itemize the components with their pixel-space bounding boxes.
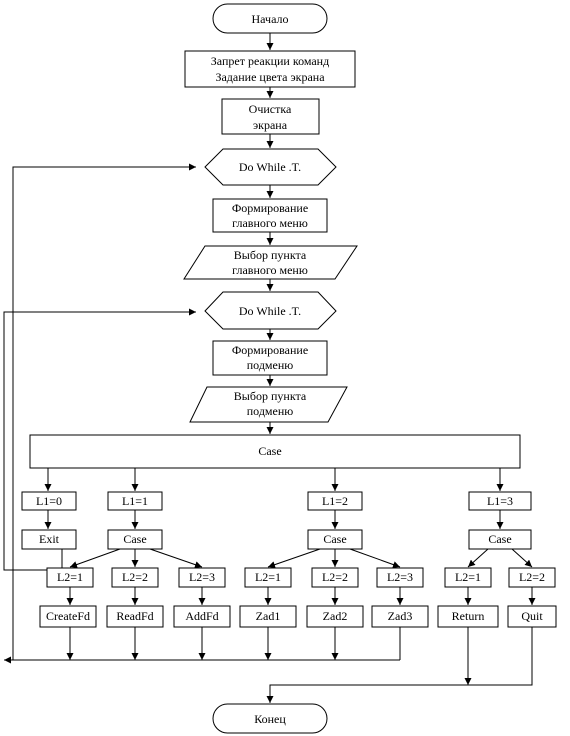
action-quit: Quit [507,605,557,628]
l2-cond-3-2: L2=2 [508,567,556,588]
main-menu-block: Формирование главного меню [212,198,328,233]
main-menu-line-2: главного меню [232,216,308,230]
action-readfd: ReadFd [106,605,164,628]
l2-cond-2-3: L2=3 [376,567,424,588]
action-zad1: Zad1 [239,605,297,628]
action-zad2: Zad2 [306,605,364,628]
sub-case-2: Case [307,529,363,550]
l2-cond-1-2: L2=2 [111,567,159,588]
l1-0-cond: L1=0 [36,494,62,508]
clear-line-1: Очистка [249,102,292,116]
sub-case-1: Case [107,529,163,550]
start-label: Начало [252,12,289,26]
branch-l1-3: L1=3 [468,491,532,511]
l2-cond-1-3: L2=3 [178,567,226,588]
l2-cond-2-1: L2=1 [244,567,292,588]
init-line-1: Запрет реакции команд [211,54,329,68]
l2-2-1-label: L2=1 [255,570,281,584]
l2-2-2-label: L2=2 [322,570,348,584]
init-block: Запрет реакции команд Задание цвета экра… [184,50,356,88]
submenu-block: Формирование подменю [212,340,328,376]
readfd-label: ReadFd [116,609,153,623]
l2-1-2-label: L2=2 [122,570,148,584]
l2-1-3-label: L2=3 [189,570,215,584]
sub-choice-parallelogram: Выбор пункта подменю [189,386,348,423]
branch-l1-1: L1=1 [107,491,163,511]
sub-case-3-label: Case [488,532,511,546]
exit-label: Exit [39,532,60,546]
clear-screen-block: Очистка экрана [221,98,320,135]
clear-line-2: экрана [253,118,288,132]
zad2-label: Zad2 [323,609,348,623]
main-choice-parallelogram: Выбор пункта главного меню [183,245,358,280]
quit-label: Quit [521,609,543,623]
submenu-line-1: Формирование [232,343,308,357]
connectors [3,33,536,703]
l1-2-cond: L1=2 [322,494,348,508]
end-label: Конец [254,712,286,726]
inner-loop-label: Do While .T. [239,304,301,318]
l2-2-3-label: L2=3 [387,570,413,584]
l2-cond-3-1: L2=1 [444,567,492,588]
action-createfd: CreateFd [39,605,97,628]
l1-3-cond: L1=3 [487,494,513,508]
inner-loop-hexagon: Do While .T. [204,291,337,330]
main-menu-line-1: Формирование [232,201,308,215]
l2-cond-1-1: L2=1 [46,567,94,588]
sub-case-3: Case [468,529,532,550]
init-line-2: Задание цвета экрана [215,70,325,84]
l2-cond-2-2: L2=2 [311,567,359,588]
sub-case-1-label: Case [123,532,146,546]
branch-l1-2: L1=2 [307,491,363,511]
sub-case-2-label: Case [323,532,346,546]
outer-loop-label: Do While .T. [239,160,301,174]
l2-1-1-label: L2=1 [57,570,83,584]
branch-l1-0: L1=0 [21,491,77,511]
main-choice-line-2: главного меню [232,263,308,277]
l2-3-1-label: L2=1 [455,570,481,584]
l1-1-cond: L1=1 [122,494,148,508]
submenu-line-2: подменю [247,358,294,372]
outer-loop-hexagon: Do While .T. [204,148,337,186]
action-return: Return [437,605,499,628]
sub-choice-line-1: Выбор пункта [234,389,307,403]
main-case-block: Case [29,434,521,469]
addfd-label: AddFd [185,609,218,623]
main-choice-line-1: Выбор пункта [234,248,307,262]
main-case-label: Case [258,444,281,458]
end-terminator: Конец [212,703,328,734]
exit-block: Exit [21,529,77,550]
return-label: Return [452,609,485,623]
zad3-label: Zad3 [388,609,413,623]
l2-3-2-label: L2=2 [519,570,545,584]
action-zad3: Zad3 [371,605,429,628]
sub-choice-line-2: подменю [247,404,294,418]
createfd-label: CreateFd [46,609,90,623]
action-addfd: AddFd [173,605,231,628]
zad1-label: Zad1 [256,609,281,623]
start-terminator: Начало [212,3,328,34]
